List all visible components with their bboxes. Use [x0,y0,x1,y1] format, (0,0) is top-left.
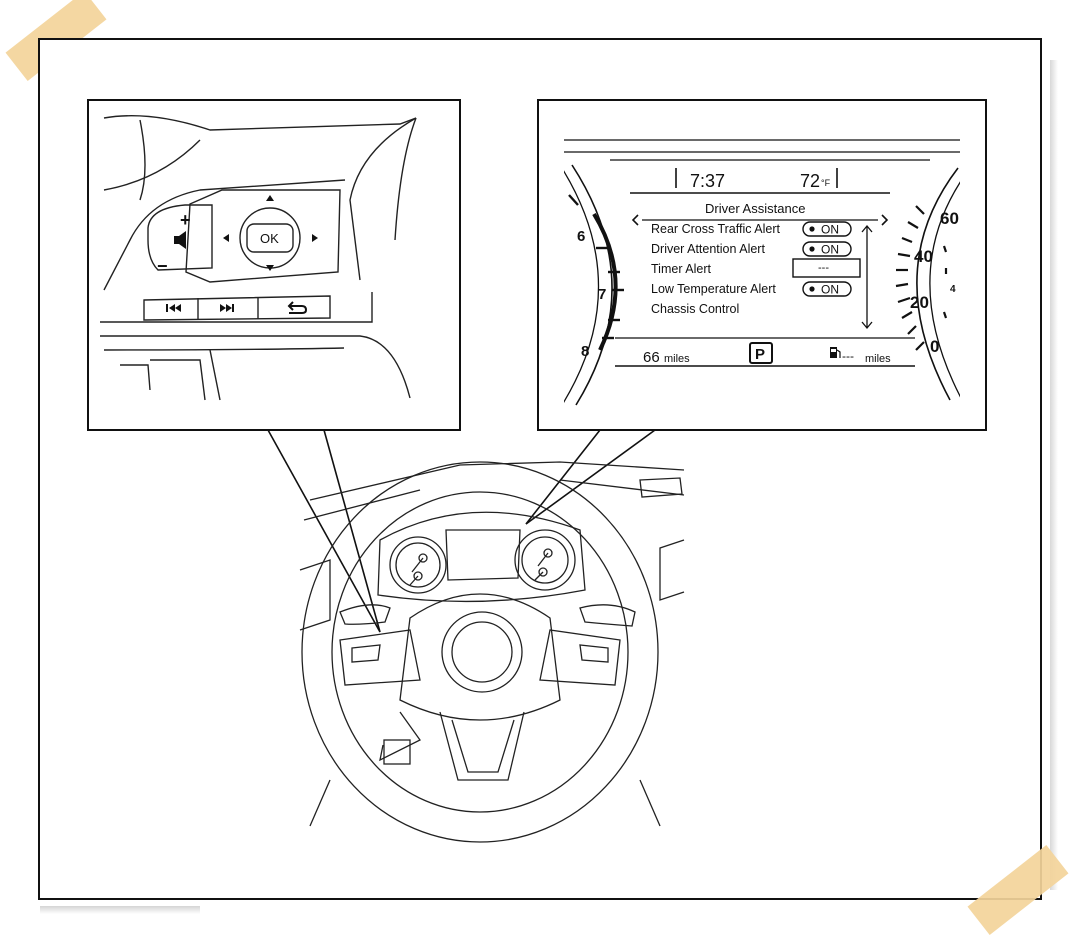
menu-title: Driver Assistance [705,201,805,216]
arrow-left-icon [223,234,229,242]
range-value: --- [842,349,854,363]
svg-text:ON: ON [821,223,839,237]
range-unit: miles [865,353,891,365]
volume-down-label: − [157,256,168,276]
temperature-unit: °F [821,178,831,188]
speed-label-60: 60 [940,209,959,228]
tach-label-6: 6 [577,228,585,245]
svg-text:---: --- [818,262,829,274]
toggle-rear-cross-traffic: ON [802,221,852,237]
menu-item-low-temperature: Low Temperature Alert [651,282,776,296]
fuel-pump-icon [830,347,841,358]
toggle-driver-attention: ON [802,241,852,257]
odometer-unit: miles [664,353,690,365]
toggle-low-temperature: ON [802,281,852,297]
speed-label-40: 40 [914,247,933,266]
volume-up-label: + [180,210,191,230]
speedometer-ticks [895,205,948,351]
gear-indicator: P [749,342,773,364]
timer-alert-value: --- [792,258,861,278]
arrow-right-icon [312,234,318,242]
back-icon [287,301,308,314]
previous-track-icon [166,304,181,312]
svg-text:ON: ON [821,283,839,297]
ok-button-label: OK [260,231,279,246]
odometer-value: 66 [643,349,660,366]
speed-label-20: 20 [910,293,929,312]
menu-left-chevron-icon [631,214,639,226]
tach-label-7: 7 [598,286,606,303]
tach-label-8: 8 [581,343,589,360]
menu-right-chevron-icon [881,214,889,226]
arrow-down-icon [266,265,274,271]
clock-time: 7:37 [690,171,725,191]
steering-switch-closeup: + − OK [87,99,461,431]
menu-item-timer-alert: Timer Alert [651,262,711,276]
outside-temperature: 72 [800,171,820,191]
frame-shadow-bottom [40,906,200,914]
menu-item-driver-attention: Driver Attention Alert [651,242,765,256]
menu-item-rear-cross-traffic: Rear Cross Traffic Alert [651,222,781,236]
instrument-display-closeup: 6 7 8 60 40 20 0 4 7:37 72 °F Driver Ass… [537,99,987,431]
arrow-up-icon [266,195,274,201]
frame-shadow-right [1050,60,1058,890]
steering-wheel-illustration [299,461,685,843]
svg-text:ON: ON [821,243,839,257]
speaker-icon [174,231,186,249]
callout-lines [267,429,656,633]
next-track-icon [220,304,234,312]
tachometer-ticks [568,194,624,340]
svg-text:P: P [755,346,765,363]
speed-label-0: 0 [930,337,939,356]
speed-label-partial: 4 [950,284,956,295]
menu-item-chassis-control: Chassis Control [651,302,739,316]
